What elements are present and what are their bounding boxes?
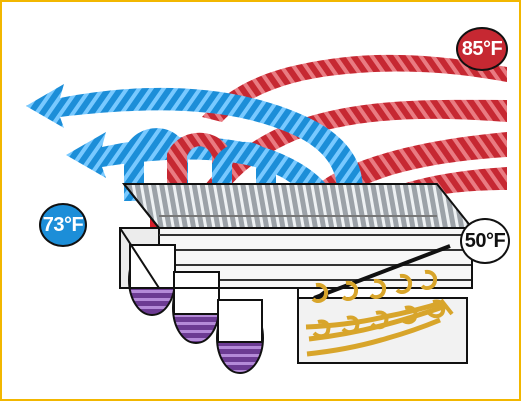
cold-water-temperature: 50°F [460, 218, 510, 264]
hot-air-temperature: 85°F [456, 27, 508, 71]
mixed-air-temperature: 73°F [39, 203, 87, 247]
